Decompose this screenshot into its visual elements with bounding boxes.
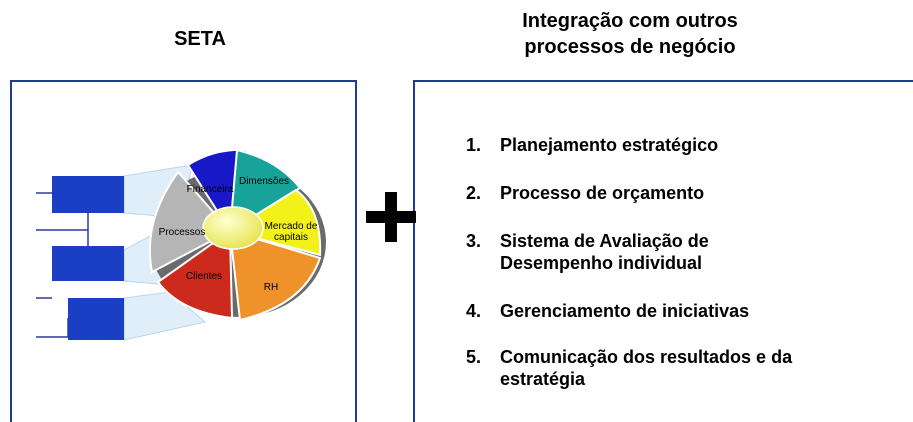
slice-clientes — [156, 229, 234, 320]
org-chart — [52, 176, 124, 340]
list-item: 5. Comunicação dos resultados e da estrat… — [466, 346, 886, 390]
slice-label-mercado-line2: capitais — [274, 232, 308, 243]
list-item: 4. Gerenciamento de iniciativas — [466, 300, 886, 322]
list-item: 3. Sistema de Avaliação de Desempenho ind… — [466, 230, 886, 274]
list-item-text: Sistema de Avaliação de Desempenho indiv… — [500, 231, 709, 273]
list-item-number: 3. — [466, 231, 482, 251]
slice-label-dimensoes: Dimensões — [239, 176, 289, 187]
list-item-number: 5. — [466, 347, 482, 367]
seta-title: SETA — [174, 28, 226, 50]
list-item: 2. Processo de orçamento — [466, 182, 886, 204]
integration-panel-frame — [413, 80, 913, 422]
list-item-text: Planejamento estratégico — [500, 135, 719, 155]
slice-label-mercado-line1: Mercado de — [265, 221, 318, 232]
integration-title-line2: processos de negócio — [524, 36, 736, 58]
slice-label-processos: Processos — [159, 227, 206, 238]
org-box — [68, 298, 124, 340]
slice-rh — [228, 229, 322, 322]
org-box — [52, 176, 124, 213]
slice-label-financeira: Financeira — [187, 184, 234, 195]
seta-diagram: Financeira Dimensões Mercado de capitais… — [36, 148, 326, 341]
wheel-hub — [202, 206, 264, 250]
list-item-number: 4. — [466, 301, 482, 321]
list-item-text: Gerenciamento de iniciativas — [500, 301, 750, 321]
org-chart-lines — [36, 192, 89, 338]
slice-mercado-de-capitais — [227, 188, 322, 257]
list-item-number: 2. — [466, 183, 482, 203]
list-item-text: Comunicação dos resultados e da estratég… — [500, 347, 793, 389]
slice-processos — [148, 170, 232, 274]
org-box — [52, 246, 124, 281]
list-item-text: Processo de orçamento — [500, 183, 705, 203]
plus-icon — [366, 192, 416, 242]
integration-title-line1: Integração com outros — [522, 10, 738, 32]
seta-panel-frame — [10, 80, 357, 422]
slice-label-clientes: Clientes — [186, 271, 222, 282]
list-item: 1. Planejamento estratégico — [466, 134, 886, 156]
list-item-number: 1. — [466, 135, 482, 155]
slice-label-rh: RH — [264, 282, 278, 293]
integration-title: Integração com outros processos de negóc… — [470, 8, 790, 60]
